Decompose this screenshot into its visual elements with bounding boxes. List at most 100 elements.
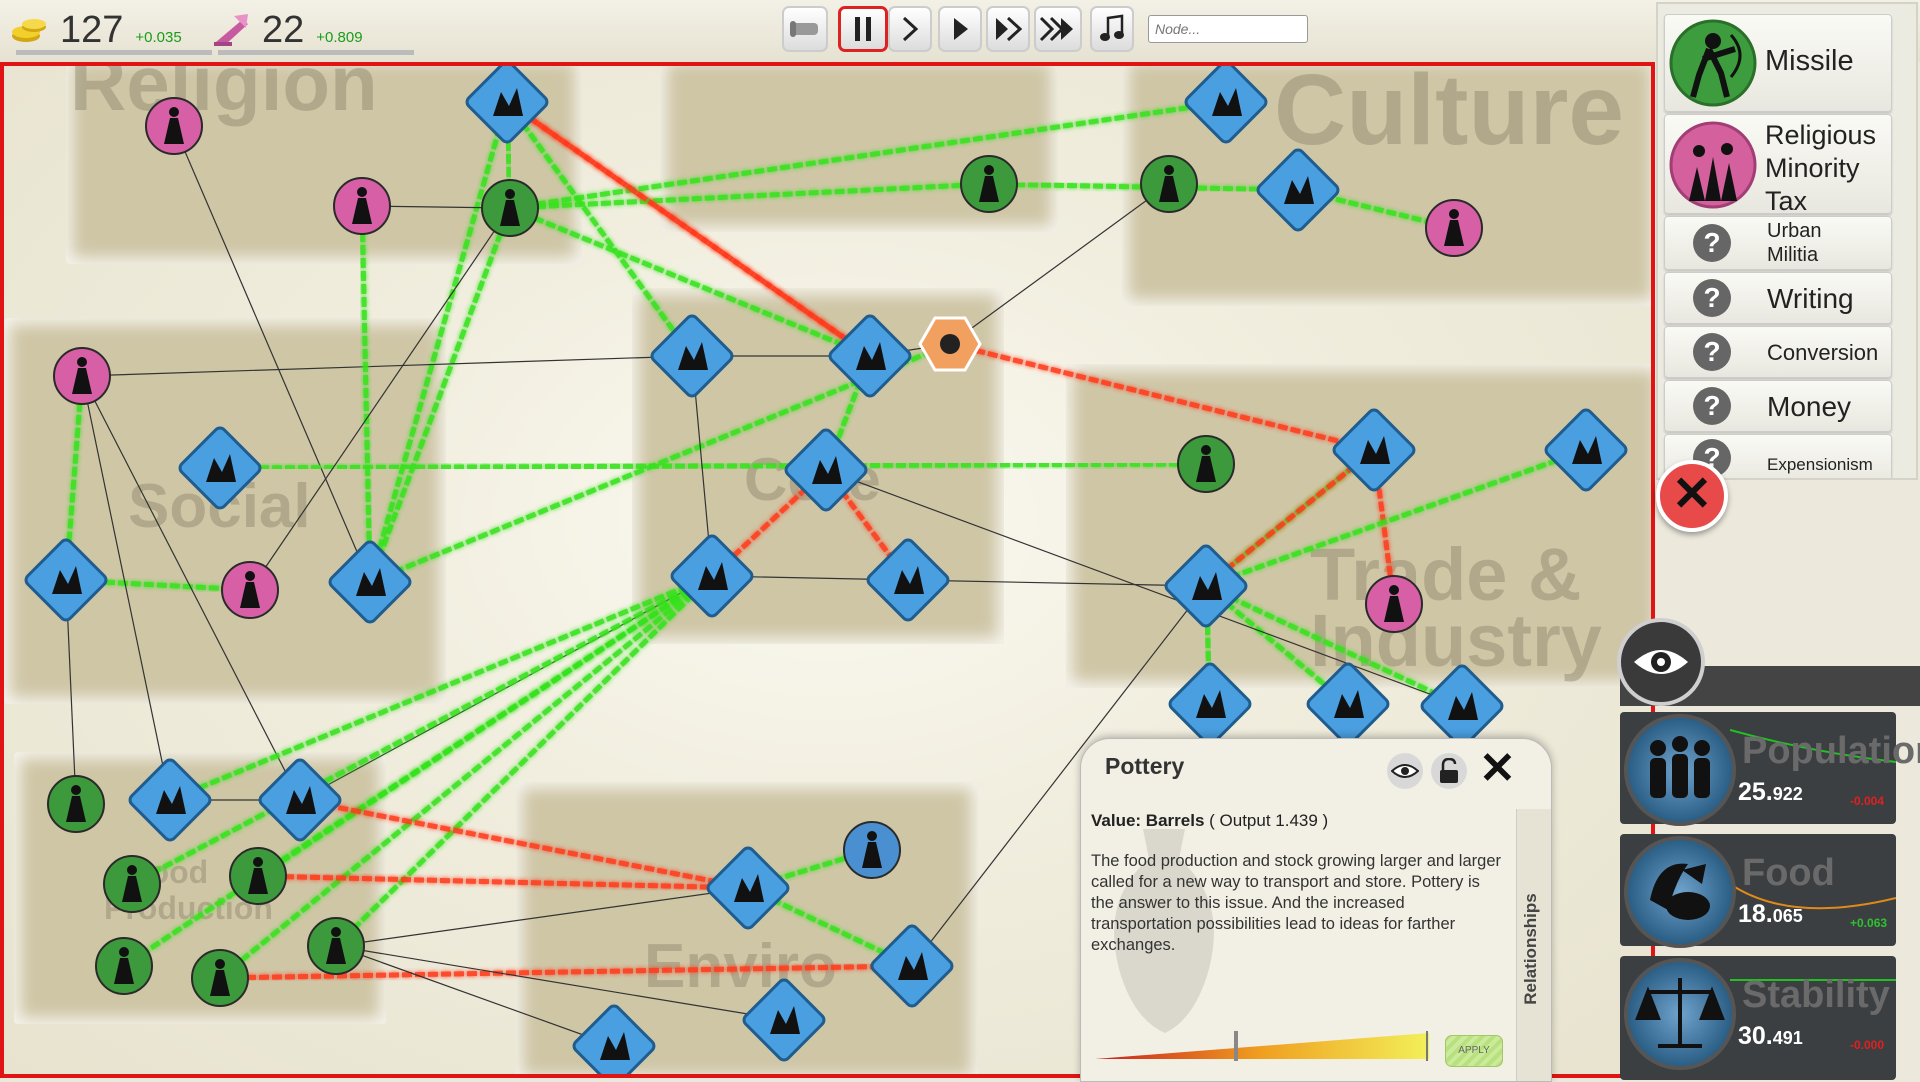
- tech-node-l[interactable]: [828, 314, 913, 399]
- info-lock-button[interactable]: [1431, 753, 1467, 789]
- pause-button[interactable]: [838, 6, 888, 52]
- region-label-culture: Culture: [1274, 62, 1624, 166]
- tech-node-o[interactable]: [784, 428, 869, 513]
- tech-node-t[interactable]: [221, 561, 279, 619]
- node-glyph-icon: [979, 165, 999, 202]
- fast-forward-button[interactable]: [986, 6, 1030, 52]
- tech-node-ak[interactable]: [843, 821, 901, 879]
- tech-node-ac[interactable]: [47, 775, 105, 833]
- relationship-edge: [825, 469, 1463, 707]
- tech-node-i[interactable]: [1425, 199, 1483, 257]
- slider-handle[interactable]: [1234, 1031, 1238, 1061]
- list-item-religious-minority-tax[interactable]: Religious Minority Tax: [1664, 114, 1892, 216]
- scales-icon: [1624, 958, 1736, 1070]
- tech-node-g[interactable]: [1184, 66, 1269, 144]
- scroll-button[interactable]: [782, 6, 828, 52]
- visibility-toggle-button[interactable]: [1617, 618, 1705, 706]
- tech-node-e[interactable]: [960, 155, 1018, 213]
- tech-node-b[interactable]: [465, 66, 550, 144]
- fast-forward-icon: [996, 16, 1023, 42]
- info-eye-button[interactable]: [1387, 753, 1423, 789]
- list-item-expensionism[interactable]: ? Expensionism: [1664, 434, 1892, 478]
- research-bar: [218, 50, 414, 55]
- tech-node-d[interactable]: [481, 179, 539, 237]
- node-glyph-icon: [286, 786, 316, 814]
- play-slow-button[interactable]: [888, 6, 932, 52]
- tech-node-ag[interactable]: [229, 847, 287, 905]
- play-button[interactable]: [938, 6, 982, 52]
- tech-node-n[interactable]: [178, 426, 263, 511]
- tech-node-y[interactable]: [1365, 575, 1423, 633]
- stat-delta: -0.004: [1850, 794, 1885, 808]
- list-item-label: Religious Minority Tax: [1765, 120, 1877, 216]
- music-button[interactable]: [1090, 6, 1134, 52]
- relationship-edge: [949, 183, 1170, 345]
- stability-trend: [1730, 979, 1896, 981]
- stat-delta: -0.000: [1850, 1038, 1885, 1052]
- tech-node-j[interactable]: [53, 347, 111, 405]
- list-item-urban-militia[interactable]: ? Urban Militia: [1664, 216, 1892, 270]
- info-close-button[interactable]: ✕: [1479, 747, 1519, 791]
- tech-node-f[interactable]: [1140, 155, 1198, 213]
- node-glyph-icon: [1448, 692, 1478, 720]
- tech-node-ao[interactable]: [572, 1004, 657, 1078]
- list-item-writing[interactable]: ? Writing: [1664, 272, 1892, 324]
- list-item-conversion[interactable]: ? Conversion: [1664, 326, 1892, 378]
- node-glyph-icon: [164, 107, 184, 144]
- tech-node-s[interactable]: [24, 538, 109, 623]
- node-glyph-icon: [1284, 176, 1314, 204]
- relationship-edge: [334, 574, 714, 948]
- tech-node-al[interactable]: [706, 846, 791, 931]
- tech-node-am[interactable]: [870, 924, 955, 1009]
- region-label-religion: Religion: [70, 62, 378, 127]
- list-item-money[interactable]: ? Money: [1664, 380, 1892, 432]
- pottery-watermark-icon: [1114, 829, 1214, 1033]
- tech-node-af[interactable]: [103, 855, 161, 913]
- tech-node-c[interactable]: [333, 177, 391, 235]
- node-search-input[interactable]: [1148, 15, 1308, 43]
- fastest-forward-button[interactable]: [1034, 6, 1082, 52]
- tech-node-aa[interactable]: [1306, 662, 1391, 747]
- tech-node-a[interactable]: [145, 97, 203, 155]
- stat-population[interactable]: Population 25.922 -0.004: [1620, 712, 1920, 832]
- relationships-tab-label: Relationships: [1521, 893, 1540, 1005]
- relationship-edge: [1204, 448, 1376, 588]
- coins-icon: [12, 19, 46, 42]
- tech-node-ae[interactable]: [258, 758, 343, 843]
- tech-node-x[interactable]: [1164, 544, 1249, 629]
- stat-food[interactable]: Food 18.065 +0.063: [1620, 834, 1920, 954]
- tech-node-m[interactable]: [918, 316, 982, 372]
- tech-map[interactable]: Religion Culture Social Core Trade & Ind…: [0, 62, 1655, 1078]
- relationship-edge: [169, 573, 713, 803]
- play-slow-icon: [902, 16, 919, 42]
- stat-value: 30.491: [1738, 1022, 1803, 1050]
- tech-node-v[interactable]: [670, 534, 755, 619]
- tech-node-q[interactable]: [1332, 408, 1417, 493]
- tech-node-ah[interactable]: [307, 917, 365, 975]
- tech-node-h[interactable]: [1256, 148, 1341, 233]
- tech-node-r[interactable]: [1544, 408, 1629, 493]
- value-slider[interactable]: [1093, 1031, 1431, 1061]
- close-list-button[interactable]: ✕: [1656, 460, 1728, 532]
- tech-node-ad[interactable]: [128, 758, 213, 843]
- close-icon: ✕: [1671, 468, 1713, 521]
- tech-node-ab[interactable]: [1420, 664, 1505, 749]
- tech-node-an[interactable]: [742, 978, 827, 1063]
- tech-node-aj[interactable]: [191, 949, 249, 1007]
- stat-stability[interactable]: Stability 30.491 -0.000: [1620, 956, 1920, 1080]
- apply-button[interactable]: APPLY: [1445, 1035, 1503, 1067]
- tech-node-u[interactable]: [328, 540, 413, 625]
- tech-node-p[interactable]: [1177, 435, 1235, 493]
- node-glyph-icon: [1192, 572, 1222, 600]
- tech-node-ai[interactable]: [95, 937, 153, 995]
- list-item-missile[interactable]: Missile: [1664, 14, 1892, 112]
- eye-icon: [1634, 650, 1688, 674]
- tech-node-w[interactable]: [866, 538, 951, 623]
- tech-node-z[interactable]: [1168, 662, 1253, 747]
- relationship-edge: [130, 573, 714, 887]
- tech-node-k[interactable]: [650, 314, 735, 399]
- node-graph[interactable]: [4, 66, 1655, 1078]
- question-icon: ?: [1693, 279, 1731, 317]
- relationship-edge: [173, 125, 371, 583]
- relationships-tab[interactable]: [1516, 809, 1551, 1081]
